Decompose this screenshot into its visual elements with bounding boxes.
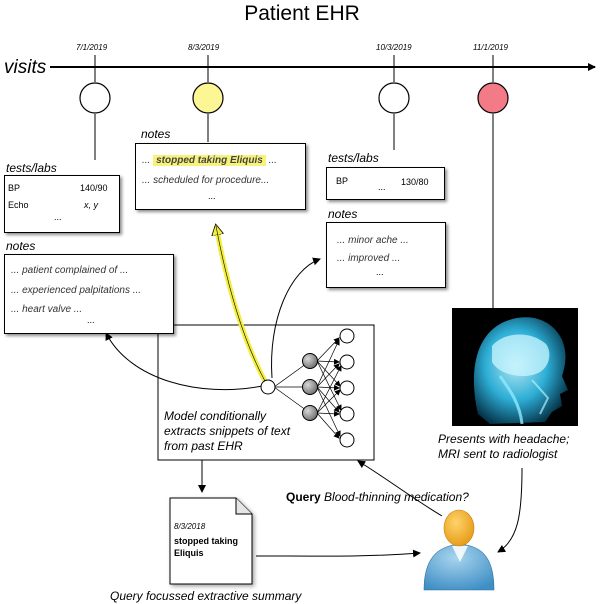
test-value: 130/80	[401, 177, 429, 187]
note-line: ... heart valve ...	[11, 304, 83, 315]
visit3-notes-label: notes	[328, 207, 358, 221]
mri-caption: Presents with headache; MRI sent to radi…	[438, 432, 569, 462]
nn-output-node	[339, 380, 355, 396]
caption-line: extracts snippets of text	[164, 424, 291, 438]
visit-circle-4	[477, 82, 509, 114]
visit-circle-3	[378, 82, 410, 114]
ellipsis: ...	[87, 315, 95, 325]
note-line: ... stopped taking Eliquis ...	[142, 155, 277, 166]
visit3-tests-box: BP 130/80 ...	[326, 167, 445, 200]
caption-line: Presents with headache;	[438, 432, 570, 446]
visit-date-4: 11/1/2019	[473, 43, 508, 52]
visit1-tests-label: tests/labs	[6, 161, 57, 175]
summary-date: 8/3/2018	[174, 522, 206, 531]
visit3-tests-label: tests/labs	[328, 151, 379, 165]
query-text: Blood-thinning medication?	[324, 490, 469, 504]
query-label: Query Blood-thinning medication?	[286, 490, 469, 504]
nn-output-node	[339, 354, 355, 370]
test-name: Echo	[8, 200, 29, 210]
model-caption: Model conditionally extracts snippets of…	[164, 409, 290, 454]
query-arrow	[357, 460, 443, 517]
timeline-label: visits	[4, 57, 47, 78]
note-line: ... scheduled for procedure...	[142, 175, 270, 186]
note-line: ... minor ache ...	[337, 235, 409, 246]
query-keyword: Query	[286, 490, 321, 504]
nn-hidden-node	[302, 379, 318, 395]
visit1-notes-box: ... patient complained of ... ... experi…	[4, 254, 174, 334]
nn-hidden-node	[302, 353, 318, 369]
visit3-notes-box: ... minor ache ... ... improved ... ...	[326, 222, 446, 288]
note-line: ... patient complained of ...	[11, 265, 129, 276]
ellipsis: ...	[376, 267, 384, 277]
test-value: x, y	[84, 200, 99, 210]
summary-line: stopped taking	[174, 536, 239, 546]
neural-network	[260, 328, 355, 448]
mri-to-user-arrow	[497, 467, 523, 553]
caption-line: Model conditionally	[164, 409, 267, 423]
test-name: BP	[336, 176, 349, 186]
nn-hidden-node	[302, 405, 318, 421]
ellipsis: ...	[54, 212, 62, 222]
visit-date-3: 10/3/2019	[376, 43, 412, 52]
diagram-title: Patient EHR	[244, 2, 360, 25]
visit-date-2: 8/3/2019	[188, 43, 220, 52]
test-name: BP	[8, 183, 21, 193]
summary-document	[169, 497, 253, 585]
nn-output-node	[339, 328, 355, 344]
summary-to-user-arrow	[255, 549, 421, 558]
visit1-notes-label: notes	[6, 239, 36, 253]
caption-line: from past EHR	[164, 439, 243, 453]
ellipsis: ...	[268, 155, 277, 166]
visit-date-1: 7/1/2019	[76, 43, 108, 52]
summary-line: Eliquis	[174, 548, 204, 558]
summary-text: stopped taking Eliquis	[174, 535, 238, 559]
summary-caption: Query focussed extractive summary	[110, 589, 302, 603]
visit1-tests-box: BP 140/90 Echo x, y ...	[4, 175, 120, 233]
visit2-notes-box: ... stopped taking Eliquis ... ... sched…	[135, 143, 306, 210]
visit2-notes-label: notes	[141, 127, 171, 141]
note-line: ... improved ...	[337, 253, 401, 264]
nn-output-node	[339, 432, 355, 448]
user-avatar	[423, 509, 495, 591]
test-value: 140/90	[80, 183, 108, 193]
note-line: ... experienced palpitations ...	[11, 285, 142, 296]
nn-output-node	[339, 406, 355, 422]
ellipsis: ...	[378, 182, 386, 192]
ellipsis: ...	[208, 191, 216, 201]
mri-image	[452, 308, 578, 426]
visit-circle-1	[79, 82, 111, 114]
visit-circle-2	[192, 82, 224, 114]
highlighted-snippet: stopped taking Eliquis	[153, 155, 266, 166]
extract-arrow-visit3	[271, 257, 321, 379]
ellipsis: ...	[142, 155, 151, 166]
caption-line: MRI sent to radiologist	[438, 447, 558, 461]
extract-arrow-visit1	[105, 332, 263, 391]
nn-input-node	[260, 379, 276, 395]
